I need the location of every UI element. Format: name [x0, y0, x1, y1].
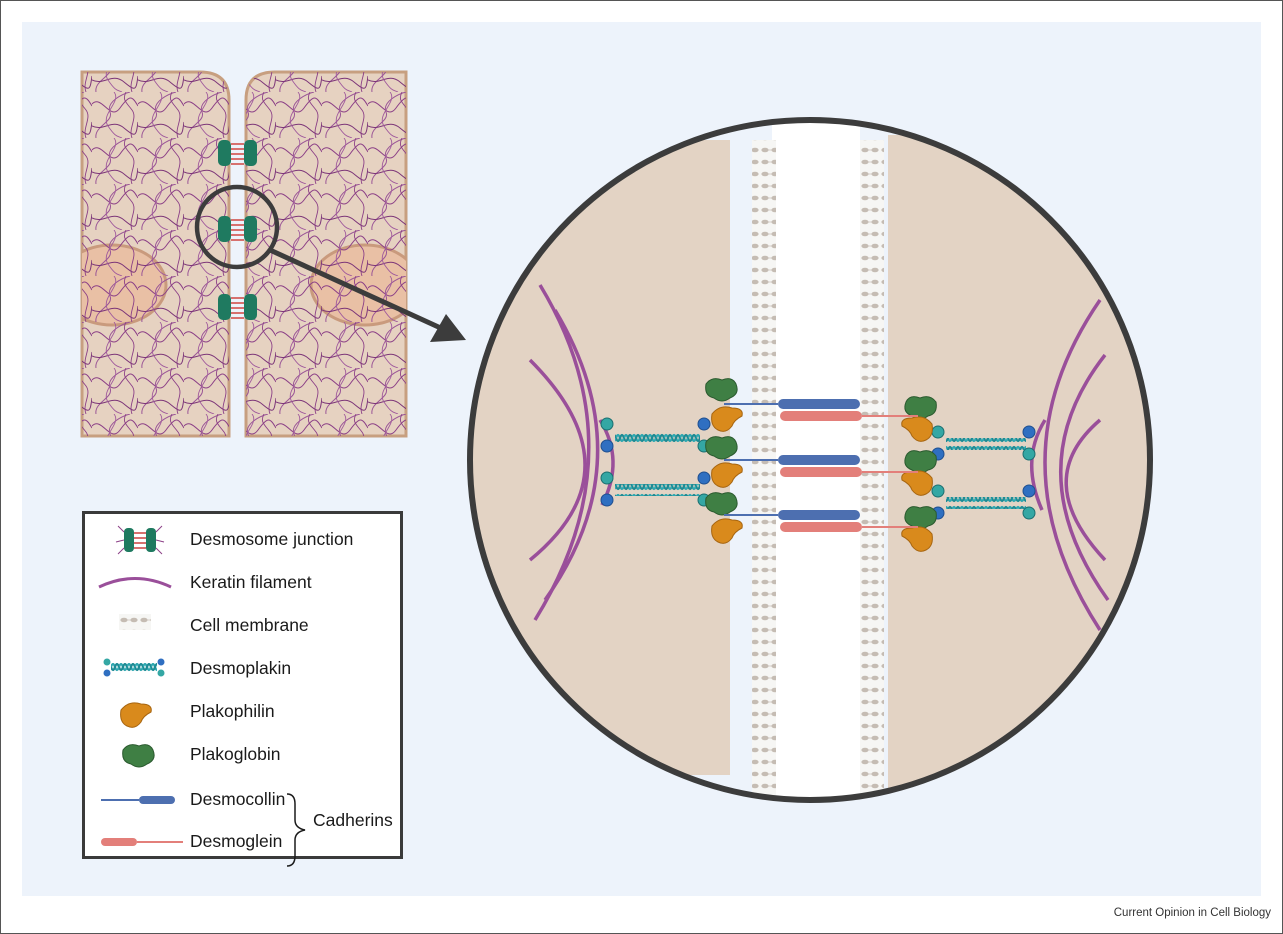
- legend-label-cadherins: Cadherins: [313, 810, 393, 831]
- legend-label-plakophilin: Plakophilin: [190, 701, 275, 722]
- left-membrane: [752, 140, 776, 795]
- right-cell: [246, 72, 419, 436]
- zoomed-desmosome: [460, 120, 1163, 810]
- overview-cells: [58, 72, 419, 436]
- left-cytoplasm: [460, 140, 730, 775]
- plakoglobin-icon: [123, 745, 154, 767]
- legend-label-desmosome-junction: Desmosome junction: [190, 529, 353, 550]
- legend-label-desmoplakin: Desmoplakin: [190, 658, 291, 679]
- desmoplakin-icon: [104, 659, 165, 677]
- desmocollin-icon: [101, 796, 175, 804]
- legend-box: Desmosome junction Keratin filament Cell…: [82, 511, 403, 859]
- plakophilin-icon: [121, 703, 152, 727]
- right-membrane: [860, 140, 884, 795]
- legend-label-cell-membrane: Cell membrane: [190, 615, 309, 636]
- legend-label-keratin-filament: Keratin filament: [190, 572, 312, 593]
- desmoglein-icon: [101, 838, 183, 846]
- left-cell: [58, 72, 229, 436]
- journal-credit: Current Opinion in Cell Biology: [1114, 907, 1271, 919]
- keratin-filament-icon: [99, 579, 171, 588]
- legend-label-plakoglobin: Plakoglobin: [190, 744, 280, 765]
- cadherins-brace: [283, 790, 313, 870]
- legend-label-desmocollin: Desmocollin: [190, 789, 285, 810]
- cell-membrane-icon: [119, 614, 151, 630]
- legend-icons: [85, 514, 185, 862]
- desmosome-junction-icon: [116, 526, 164, 554]
- legend-label-desmoglein: Desmoglein: [190, 831, 282, 852]
